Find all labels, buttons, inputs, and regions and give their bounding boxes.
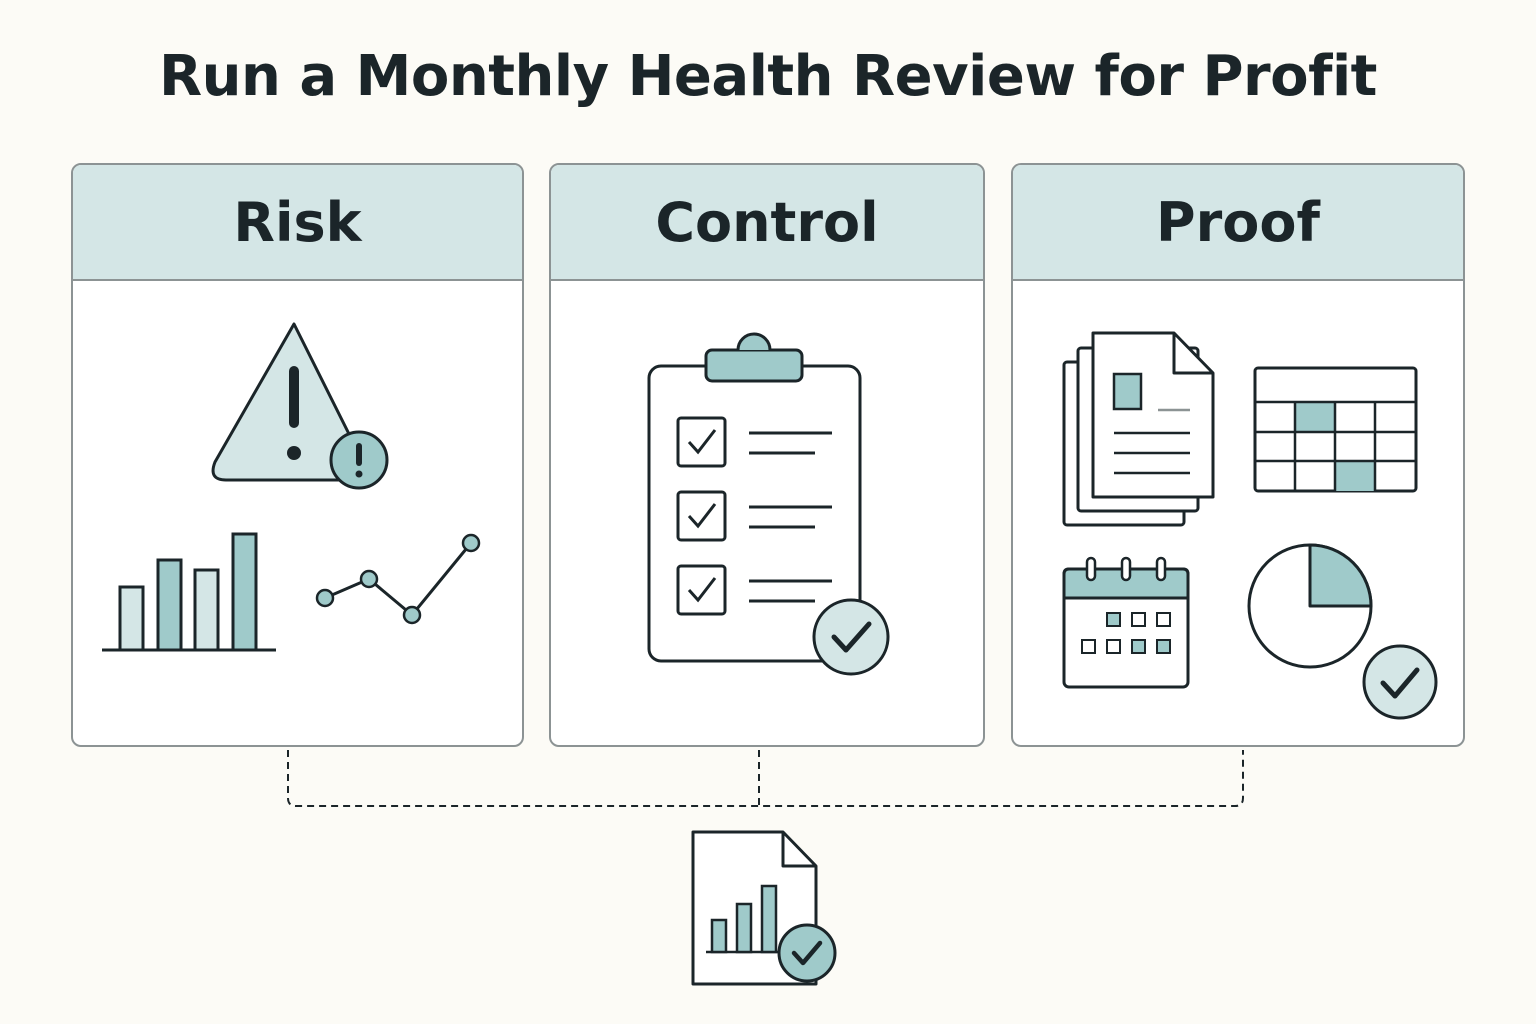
control-panel-header: Control [551, 165, 983, 281]
table-grid-icon [1253, 366, 1418, 493]
check-badge-icon [1362, 644, 1438, 720]
clipboard-checklist-icon [647, 332, 862, 663]
check-badge-icon [812, 598, 890, 676]
document-stack-icon [1062, 331, 1215, 527]
warning-triangle-icon [211, 322, 367, 482]
dashed-connector [287, 750, 1244, 807]
risk-panel-header: Risk [73, 165, 522, 281]
proof-panel-header: Proof [1013, 165, 1463, 281]
alert-badge-icon [329, 430, 389, 490]
line-chart-icon [315, 533, 481, 625]
check-badge-icon [777, 923, 837, 983]
pie-chart-icon [1247, 543, 1373, 669]
page-title: Run a Monthly Health Review for Profit [159, 44, 1377, 109]
calendar-icon [1062, 556, 1190, 689]
bar-chart-icon [102, 532, 276, 652]
